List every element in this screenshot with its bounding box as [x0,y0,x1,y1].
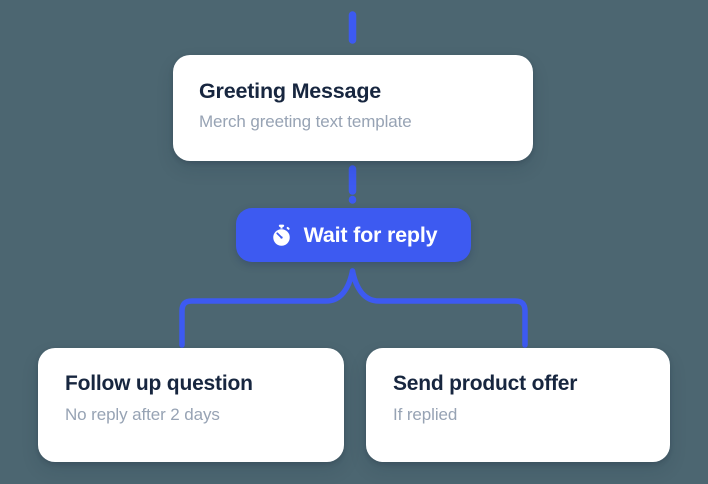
node-send-product-offer[interactable]: Send product offer If replied [366,348,670,462]
stopwatch-icon [270,224,293,247]
node-offer-subtitle: If replied [393,405,458,424]
node-wait-label: Wait for reply [303,223,438,247]
node-offer-title: Send product offer [393,372,578,395]
node-follow-up-question[interactable]: Follow up question No reply after 2 days [38,348,344,462]
connector-branch-left [179,268,356,348]
node-greeting-title: Greeting Message [199,79,382,103]
node-wait-for-reply[interactable]: Wait for reply [236,208,471,262]
node-followup-subtitle: No reply after 2 days [65,405,220,424]
node-greeting-message[interactable]: Greeting Message Merch greeting text tem… [173,55,533,161]
connector-branch-right [349,268,528,348]
node-followup-title: Follow up question [65,372,253,395]
node-greeting-subtitle: Merch greeting text template [199,112,412,131]
